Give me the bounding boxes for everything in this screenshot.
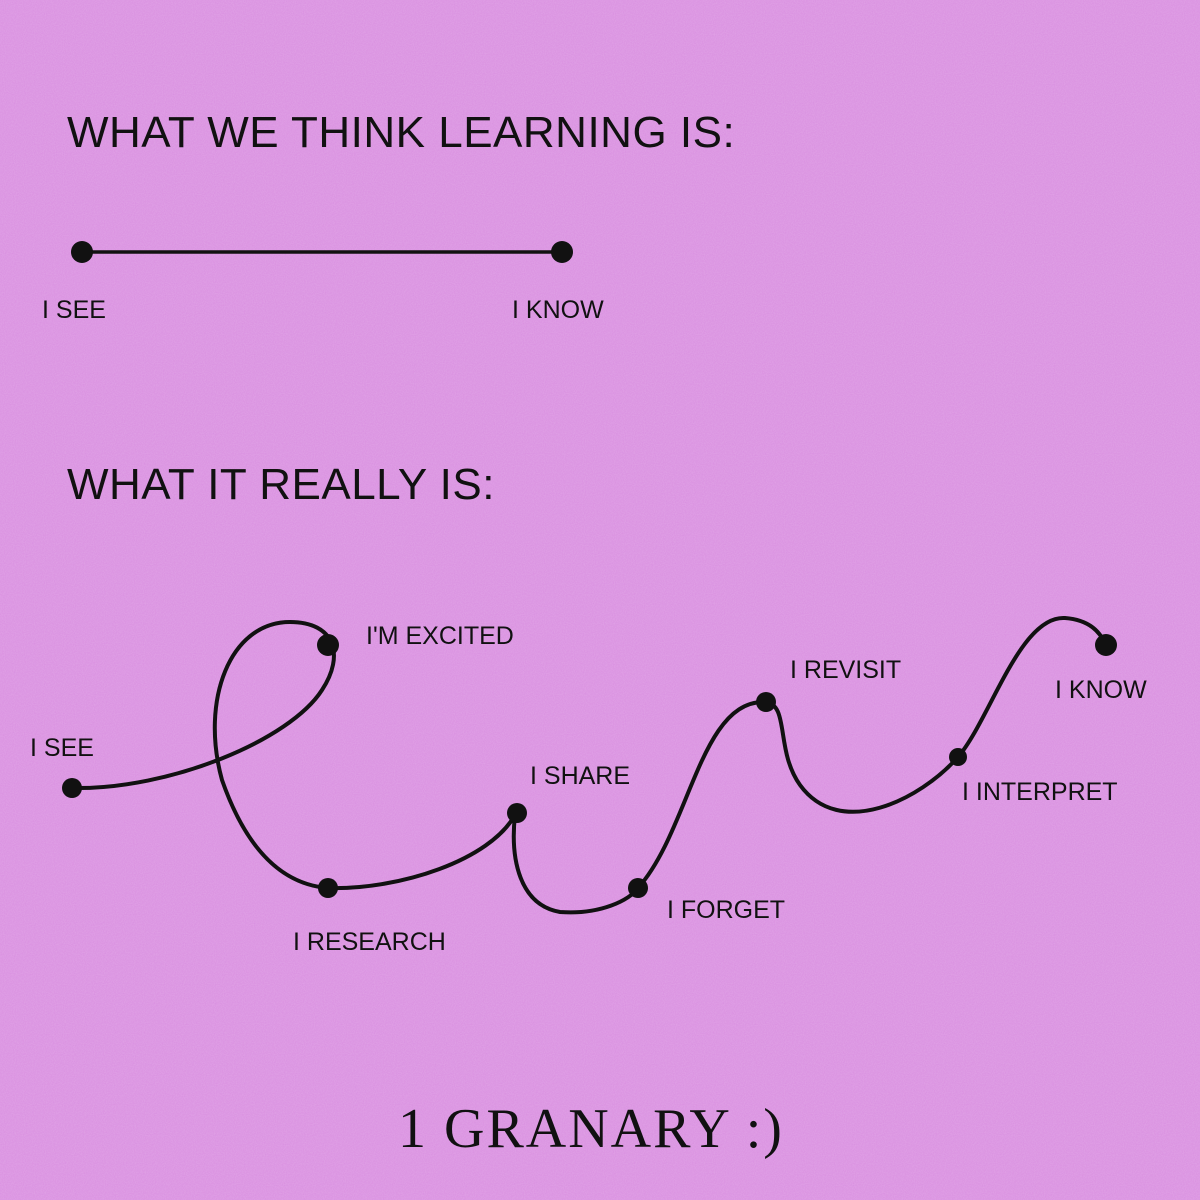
stage-label-forget: I FORGET bbox=[667, 896, 786, 924]
stage-label-see: I SEE bbox=[30, 734, 94, 762]
stage-dot-see bbox=[62, 778, 82, 798]
heading-expected: WHAT WE THINK LEARNING IS: bbox=[67, 108, 736, 157]
footer-brand: 1 GRANARY :) bbox=[398, 1098, 784, 1160]
expected-end-dot bbox=[551, 241, 573, 263]
stage-dot-interpret bbox=[949, 748, 967, 766]
stage-label-excited: I'M EXCITED bbox=[366, 622, 514, 650]
stage-dot-share bbox=[507, 803, 527, 823]
stage-dot-revisit bbox=[756, 692, 776, 712]
stage-dot-excited bbox=[317, 634, 339, 656]
expected-start-dot bbox=[71, 241, 93, 263]
stage-dot-research bbox=[318, 878, 338, 898]
stage-label-know: I KNOW bbox=[1055, 676, 1147, 704]
label-expected-end: I KNOW bbox=[512, 296, 604, 324]
reality-path-curve bbox=[70, 615, 1108, 915]
stage-label-interpret: I INTERPRET bbox=[962, 778, 1118, 806]
label-expected-start: I SEE bbox=[42, 296, 106, 324]
stage-label-share: I SHARE bbox=[530, 762, 631, 790]
stage-label-revisit: I REVISIT bbox=[790, 656, 902, 684]
heading-reality: WHAT IT REALLY IS: bbox=[67, 460, 495, 509]
stage-dot-forget bbox=[628, 878, 648, 898]
stage-label-research: I RESEARCH bbox=[293, 928, 446, 956]
stage-dot-know bbox=[1095, 634, 1117, 656]
